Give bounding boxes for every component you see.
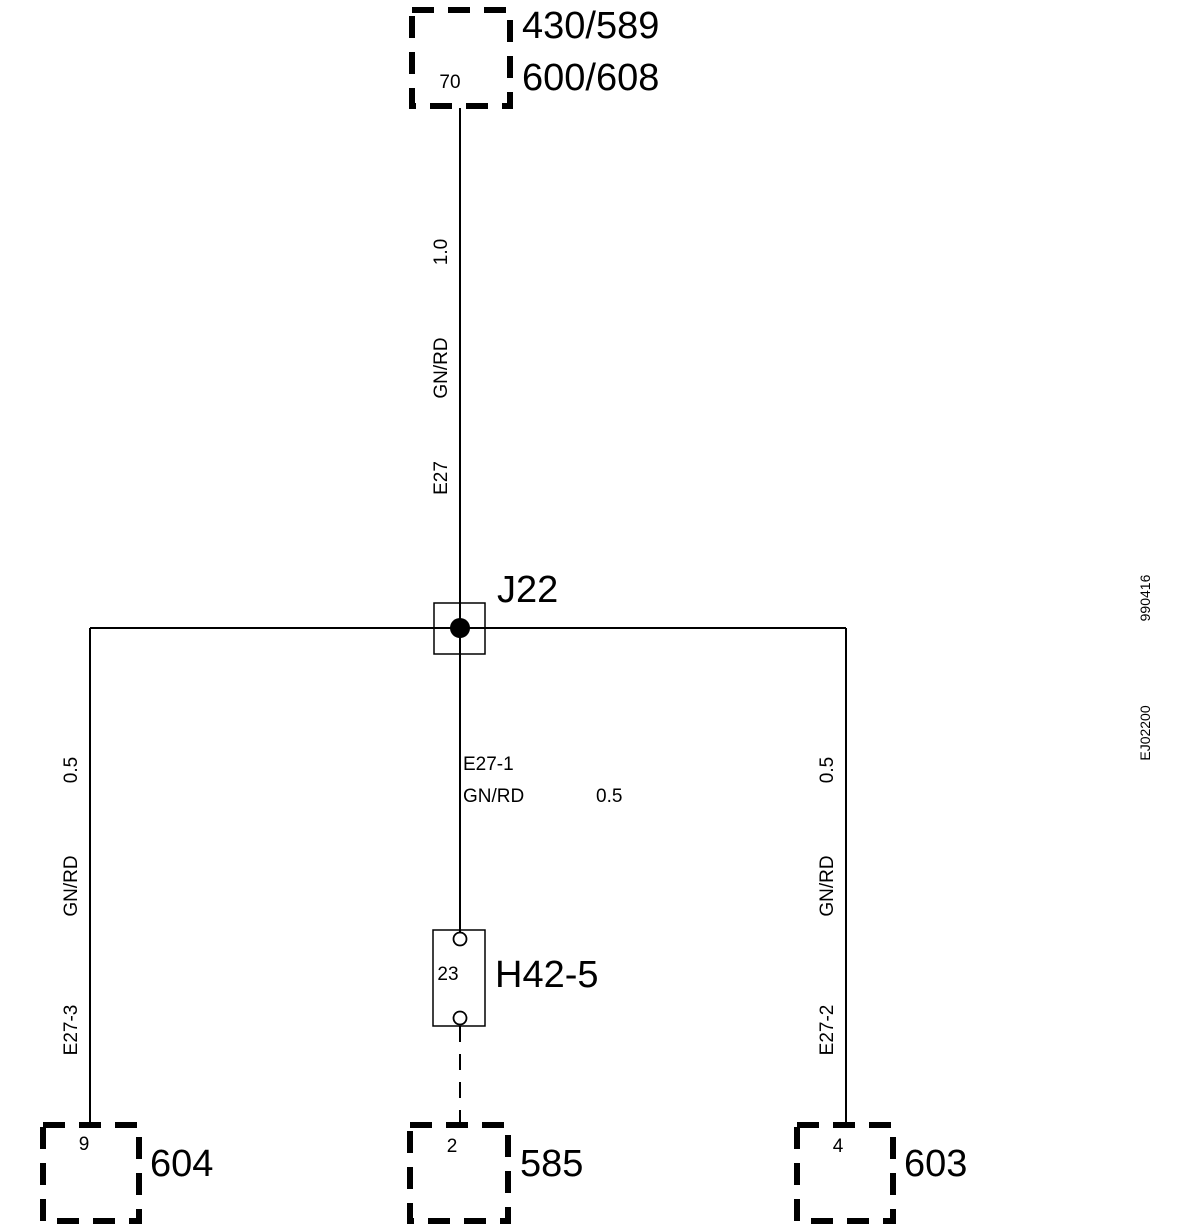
right-wire-id: E27-2 xyxy=(817,1005,838,1056)
bottom-center-connector-box xyxy=(407,1122,511,1224)
bottom-center-connector-ref: 585 xyxy=(520,1143,583,1185)
main-wire-size: 1.0 xyxy=(431,239,452,265)
bottom-left-connector-ref: 604 xyxy=(150,1143,213,1185)
bottom-right-connector-pin: 4 xyxy=(833,1136,844,1157)
top-connector-ref-line2: 600/608 xyxy=(522,57,659,99)
junction-label: J22 xyxy=(497,569,558,611)
main-wire-id: E27 xyxy=(431,461,452,495)
inline-connector-label: H42-5 xyxy=(495,954,599,996)
right-wire-size: 0.5 xyxy=(817,757,838,783)
top-connector-pin: 70 xyxy=(439,72,460,93)
bottom-center-connector-pin: 2 xyxy=(447,1136,458,1157)
center-wire-color: GN/RD xyxy=(463,786,524,807)
center-wire-size: 0.5 xyxy=(596,786,622,807)
left-wire-color: GN/RD xyxy=(61,855,82,916)
inline-connector-pin-bottom xyxy=(452,1010,468,1026)
side-code-2: EJ02200 xyxy=(1137,705,1153,760)
inline-connector-h42-5[interactable]: 23 xyxy=(432,929,486,1027)
bottom-left-connector-pin: 9 xyxy=(79,1134,90,1155)
inline-connector-pin-top xyxy=(452,931,468,947)
main-wire-color: GN/RD xyxy=(431,337,452,398)
top-connector-ref-line1: 430/589 xyxy=(522,5,659,47)
right-wire-color: GN/RD xyxy=(817,855,838,916)
bottom-right-connector-box xyxy=(794,1122,896,1224)
bottom-right-connector-ref: 603 xyxy=(904,1143,967,1185)
top-connector-box xyxy=(409,7,513,109)
side-code-1: 990416 xyxy=(1137,574,1153,621)
bottom-right-connector[interactable]: 4 xyxy=(794,1122,896,1224)
left-wire-id: E27-3 xyxy=(61,1005,82,1056)
left-wire-size: 0.5 xyxy=(61,757,82,783)
bottom-left-connector[interactable]: 9 xyxy=(40,1122,142,1224)
center-wire-id: E27-1 xyxy=(463,754,514,775)
bottom-center-connector[interactable]: 2 xyxy=(407,1122,511,1224)
bottom-left-connector-box xyxy=(40,1122,142,1224)
top-connector[interactable]: 70 xyxy=(409,7,513,109)
inline-connector-pin-number: 23 xyxy=(437,964,458,985)
